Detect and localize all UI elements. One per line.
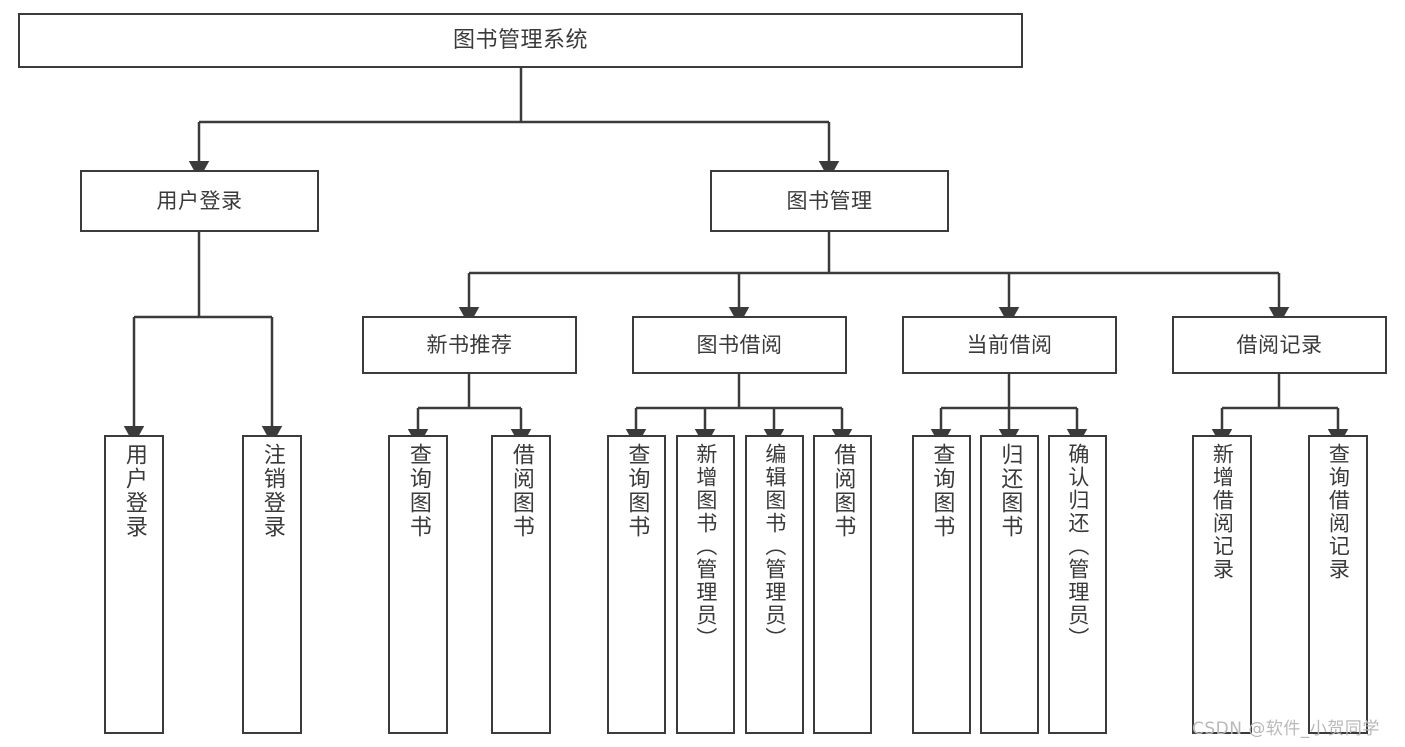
leaf-query-book-borrow[interactable]: 查询图书 (607, 435, 666, 734)
leaf-borrow-book-recommend[interactable]: 借阅图书 (491, 435, 551, 734)
node-user-login[interactable]: 用户登录 (80, 170, 319, 232)
leaf-edit-book-admin[interactable]: 编辑图书（管理员） (745, 435, 804, 734)
node-label: 查询图书 (405, 443, 431, 539)
node-label: 新增图书（管理员） (693, 443, 718, 650)
node-label: 图书借阅 (696, 332, 783, 357)
node-label: 注销登录 (259, 443, 285, 539)
node-root-system[interactable]: 图书管理系统 (18, 13, 1023, 68)
leaf-query-book-recommend[interactable]: 查询图书 (388, 435, 448, 734)
node-label: 图书管理 (786, 188, 873, 213)
leaf-query-borrow-record[interactable]: 查询借阅记录 (1308, 435, 1368, 734)
leaf-query-book-current[interactable]: 查询图书 (912, 435, 971, 734)
leaf-return-book[interactable]: 归还图书 (980, 435, 1039, 734)
node-label: 查询图书 (929, 443, 955, 539)
node-label: 借阅图书 (508, 443, 534, 539)
leaf-logout[interactable]: 注销登录 (242, 435, 302, 734)
node-current-borrow[interactable]: 当前借阅 (902, 316, 1117, 374)
leaf-borrow-book[interactable]: 借阅图书 (813, 435, 872, 734)
leaf-confirm-return-admin[interactable]: 确认归还（管理员） (1048, 435, 1107, 734)
node-label: 图书管理系统 (452, 27, 588, 53)
node-book-borrow[interactable]: 图书借阅 (632, 316, 847, 374)
node-label: 查询借阅记录 (1326, 443, 1351, 581)
node-new-book-recommend[interactable]: 新书推荐 (362, 316, 577, 374)
node-label: 用户登录 (121, 443, 147, 539)
leaf-add-borrow-record[interactable]: 新增借阅记录 (1192, 435, 1252, 734)
node-label: 当前借阅 (966, 332, 1053, 357)
node-label: 查询图书 (624, 443, 650, 539)
node-borrow-record[interactable]: 借阅记录 (1172, 316, 1387, 374)
node-label: 用户登录 (156, 188, 243, 213)
leaf-add-book-admin[interactable]: 新增图书（管理员） (676, 435, 735, 734)
node-label: 新增借阅记录 (1210, 443, 1235, 581)
node-label: 借阅记录 (1236, 332, 1323, 357)
leaf-user-login[interactable]: 用户登录 (104, 435, 164, 734)
node-label: 编辑图书（管理员） (762, 443, 787, 650)
watermark: CSDN @软件_小贺同学 (1192, 719, 1380, 739)
node-label: 确认归还（管理员） (1065, 443, 1090, 650)
node-label: 归还图书 (997, 443, 1023, 539)
node-book-management[interactable]: 图书管理 (710, 170, 949, 232)
node-label: 借阅图书 (830, 443, 856, 539)
node-label: 新书推荐 (426, 332, 513, 357)
